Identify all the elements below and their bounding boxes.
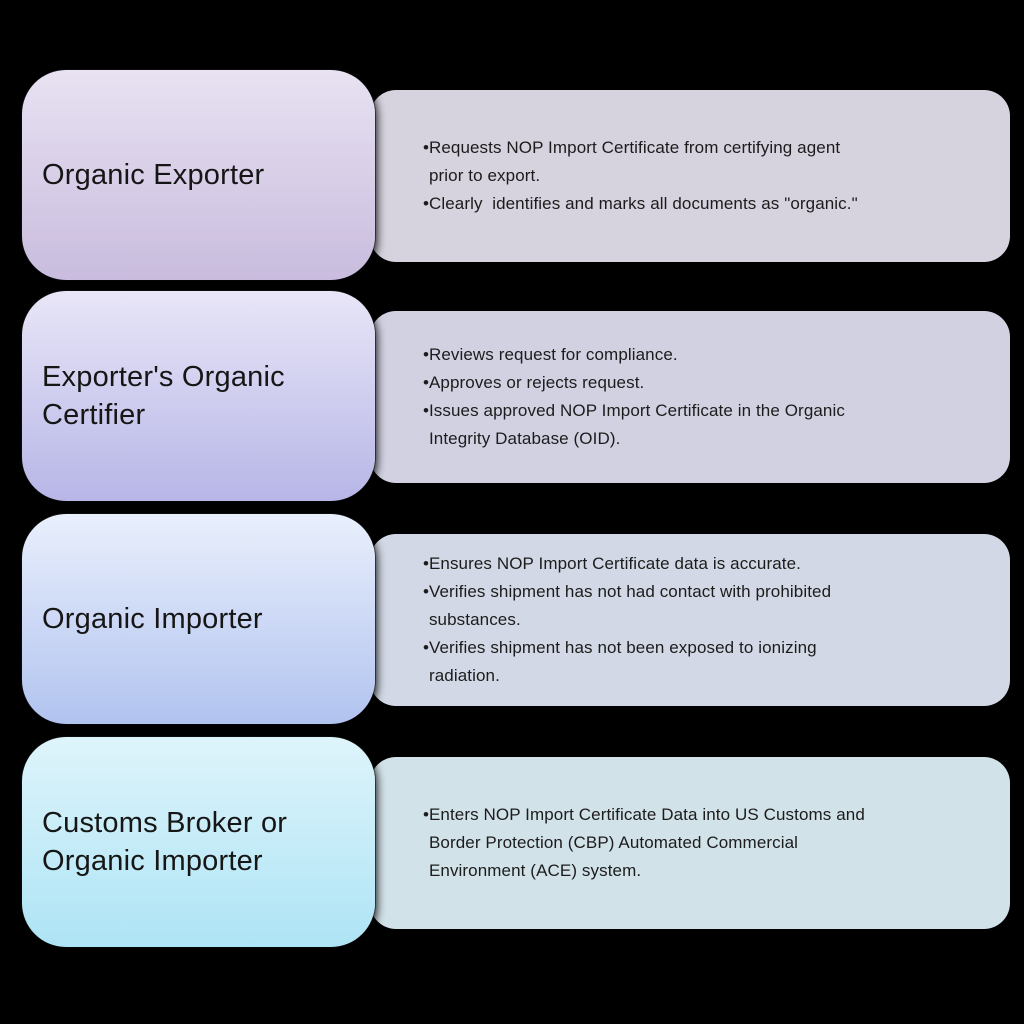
bullet-list: •Requests NOP Import Certificate from ce… (423, 134, 972, 218)
role-title: Exporter's Organic Certifier (42, 361, 285, 431)
detail-panel: •Enters NOP Import Certificate Data into… (370, 757, 1010, 929)
process-row-4: •Enters NOP Import Certificate Data into… (0, 737, 1024, 947)
detail-panel: •Requests NOP Import Certificate from ce… (370, 90, 1010, 262)
role-box: Organic Importer (22, 514, 375, 724)
bullet-item: •Verifies shipment has not been exposed … (423, 634, 972, 690)
role-box: Organic Exporter (22, 70, 375, 280)
bullet-list: •Reviews request for compliance.•Approve… (423, 341, 972, 453)
bullet-text: Verifies shipment has not been exposed t… (428, 638, 817, 685)
bullet-list: •Ensures NOP Import Certificate data is … (423, 550, 972, 690)
bullet-item: •Ensures NOP Import Certificate data is … (423, 550, 972, 578)
bullet-icon: • (423, 138, 429, 157)
process-row-2: •Reviews request for compliance.•Approve… (0, 291, 1024, 501)
bullet-item: •Enters NOP Import Certificate Data into… (423, 801, 972, 885)
bullet-text: Verifies shipment has not had contact wi… (428, 582, 832, 629)
bullet-list: •Enters NOP Import Certificate Data into… (423, 801, 972, 885)
detail-panel: •Reviews request for compliance.•Approve… (370, 311, 1010, 483)
bullet-item: •Approves or rejects request. (423, 369, 972, 397)
bullet-text: Clearly identifies and marks all documen… (428, 194, 858, 213)
bullet-text: Issues approved NOP Import Certificate i… (428, 401, 845, 448)
bullet-icon: • (423, 805, 429, 824)
role-box: Exporter's Organic Certifier (22, 291, 375, 501)
process-row-1: •Requests NOP Import Certificate from ce… (0, 70, 1024, 280)
bullet-icon: • (423, 194, 429, 213)
bullet-item: •Issues approved NOP Import Certificate … (423, 397, 972, 453)
bullet-icon: • (423, 582, 429, 601)
role-box: Customs Broker or Organic Importer (22, 737, 375, 947)
process-row-3: •Ensures NOP Import Certificate data is … (0, 514, 1024, 724)
bullet-item: •Reviews request for compliance. (423, 341, 972, 369)
bullet-item: •Requests NOP Import Certificate from ce… (423, 134, 972, 190)
bullet-icon: • (423, 373, 429, 392)
role-title: Organic Importer (42, 603, 263, 635)
bullet-icon: • (423, 638, 429, 657)
detail-panel: •Ensures NOP Import Certificate data is … (370, 534, 1010, 706)
bullet-text: Approves or rejects request. (428, 373, 645, 392)
bullet-text: Ensures NOP Import Certificate data is a… (428, 554, 801, 573)
bullet-item: •Clearly identifies and marks all docume… (423, 190, 972, 218)
role-title: Organic Exporter (42, 159, 265, 191)
bullet-text: Reviews request for compliance. (428, 345, 678, 364)
bullet-text: Enters NOP Import Certificate Data into … (428, 805, 865, 880)
bullet-icon: • (423, 345, 429, 364)
bullet-icon: • (423, 554, 429, 573)
bullet-icon: • (423, 401, 429, 420)
role-title: Customs Broker or Organic Importer (42, 807, 288, 877)
bullet-item: •Verifies shipment has not had contact w… (423, 578, 972, 634)
bullet-text: Requests NOP Import Certificate from cer… (428, 138, 841, 185)
